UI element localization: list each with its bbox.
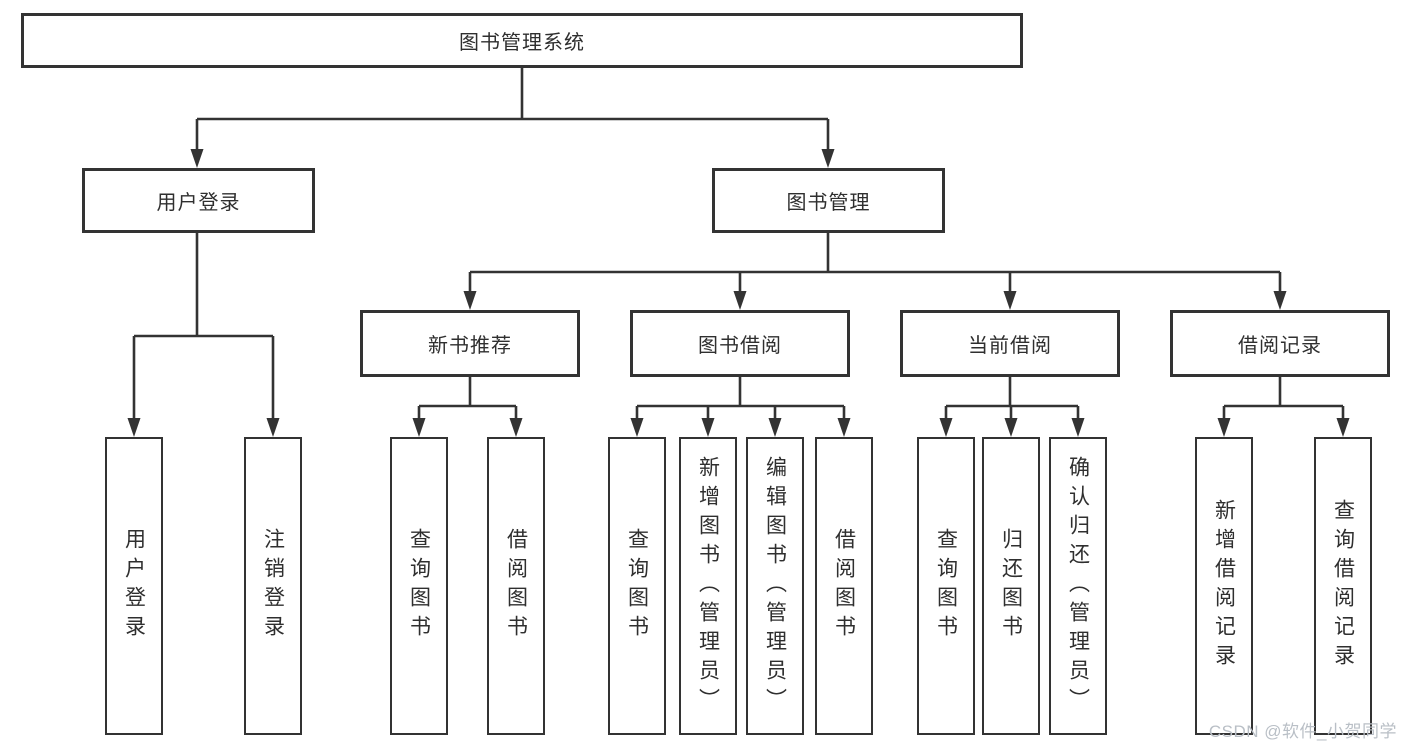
leaf-borrow-books: 借阅图书	[815, 437, 873, 735]
node-book-borrow: 图书借阅	[630, 310, 850, 377]
leaf-confirm-return-admin: 确认归还（管理员）	[1049, 437, 1107, 735]
leaf-add-borrow-record: 新增借阅记录	[1195, 437, 1253, 735]
node-user-login: 用户登录	[82, 168, 315, 233]
leaf-edit-books-admin: 编辑图书（管理员）	[746, 437, 804, 735]
node-root: 图书管理系统	[21, 13, 1023, 68]
node-new-book-recommend: 新书推荐	[360, 310, 580, 377]
node-borrow-record: 借阅记录	[1170, 310, 1390, 377]
leaf-add-books-admin: 新增图书（管理员）	[679, 437, 737, 735]
leaf-user-login: 用户登录	[105, 437, 163, 735]
csdn-watermark: CSDN @软件_小贺同学	[1208, 722, 1397, 741]
node-book-management: 图书管理	[712, 168, 945, 233]
leaf-recommend-query-books: 查询图书	[390, 437, 448, 735]
leaf-recommend-borrow-books: 借阅图书	[487, 437, 545, 735]
leaf-logout: 注销登录	[244, 437, 302, 735]
node-current-borrow: 当前借阅	[900, 310, 1120, 377]
leaf-current-query-books: 查询图书	[917, 437, 975, 735]
leaf-return-books: 归还图书	[982, 437, 1040, 735]
leaf-query-borrow-record: 查询借阅记录	[1314, 437, 1372, 735]
leaf-borrow-query-books: 查询图书	[608, 437, 666, 735]
